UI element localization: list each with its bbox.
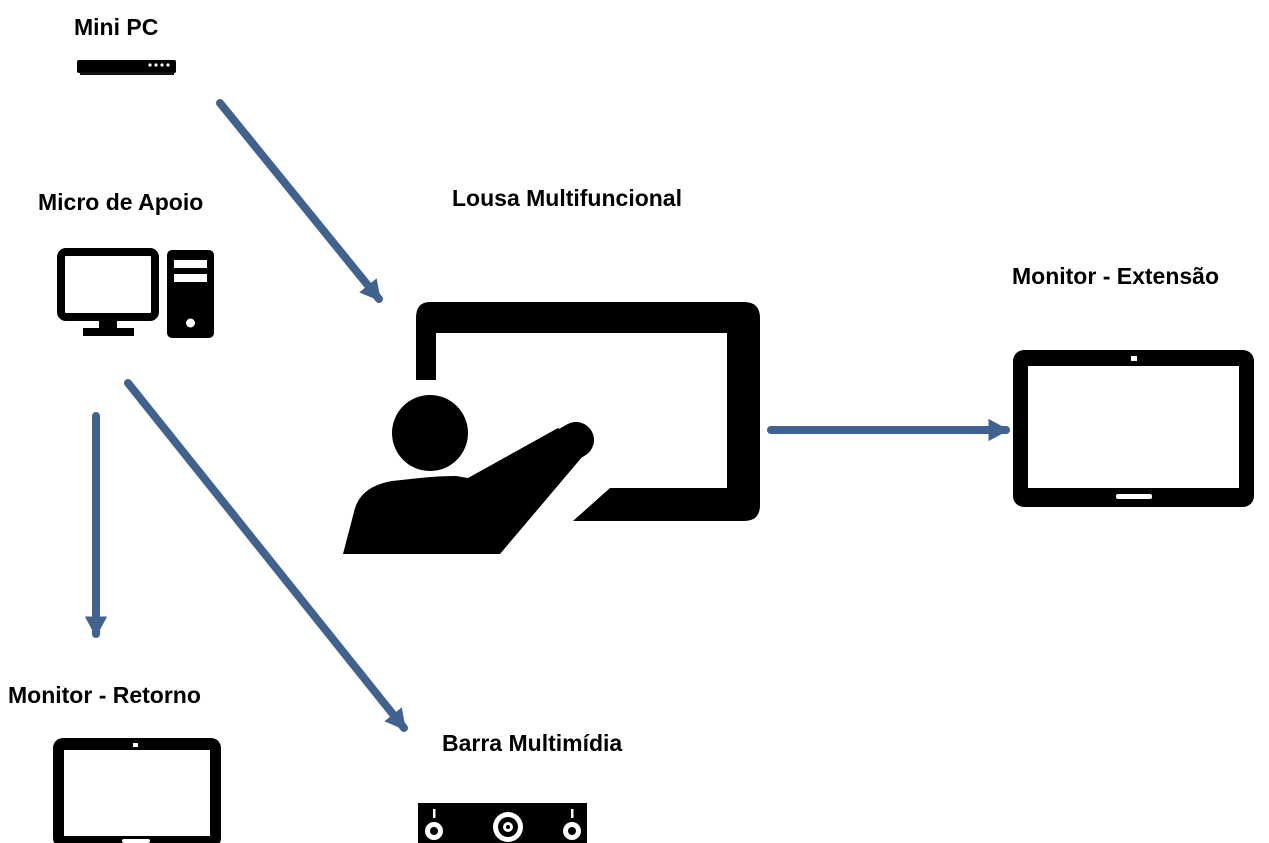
label-lousa-multifuncional: Lousa Multifuncional: [452, 185, 682, 211]
label-micro-de-apoio: Micro de Apoio: [38, 189, 204, 215]
arrow-micro-to-barra: [124, 379, 408, 732]
label-barra-multimidia: Barra Multimídia: [442, 730, 623, 756]
label-monitor-extensao: Monitor - Extensão: [1012, 263, 1220, 289]
tablet-monitor-icon: [53, 738, 221, 843]
presenter-board-icon: [343, 302, 760, 554]
mini-pc-icon: [77, 60, 176, 75]
arrow-minipc-to-lousa: [216, 99, 383, 303]
label-monitor-retorno: Monitor - Retorno: [8, 682, 201, 708]
tablet-monitor-icon: [1013, 350, 1254, 507]
desktop-computer-icon: [57, 248, 214, 338]
connections: [84, 99, 1010, 732]
label-mini-pc: Mini PC: [74, 14, 159, 40]
speaker-bar-icon: [418, 803, 587, 843]
